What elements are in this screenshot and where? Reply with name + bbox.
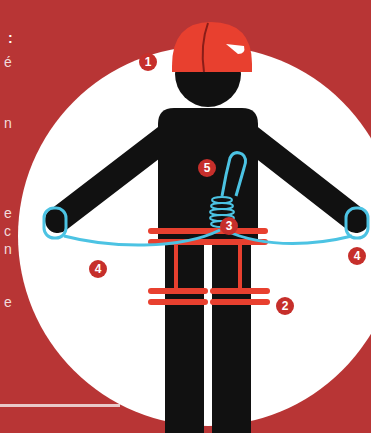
callout-number: 5 [198,159,216,177]
carabiner [346,208,368,238]
callout-number: 4 [348,247,366,265]
leg-loop [210,288,270,294]
leg-loop [148,299,208,305]
torso [158,108,258,242]
lanyard [64,230,220,245]
text-fragment: n [4,241,12,257]
divider-line [0,404,120,407]
helmet-vent [226,44,244,54]
carabiner [222,153,246,196]
text-fragment: : [8,30,13,46]
carabiner [44,208,66,238]
harness-strap [238,244,242,290]
text-fragment: n [4,115,12,131]
text-fragment: é [4,54,12,70]
left-leg [165,236,204,433]
leg-loop [210,299,270,305]
callout-number: 4 [89,260,107,278]
text-fragment: e [4,205,12,221]
helmet [172,22,252,72]
harness-strap [174,244,178,290]
right-leg [212,236,251,433]
callout-number: 1 [139,53,157,71]
lanyard [224,230,352,244]
callout-number: 2 [276,297,294,315]
helmet-seam [203,23,208,72]
text-fragment: e [4,294,12,310]
waist-belt [148,228,268,234]
leg-loop [148,288,208,294]
text-fragment: c [4,223,11,239]
callout-number: 3 [220,217,238,235]
